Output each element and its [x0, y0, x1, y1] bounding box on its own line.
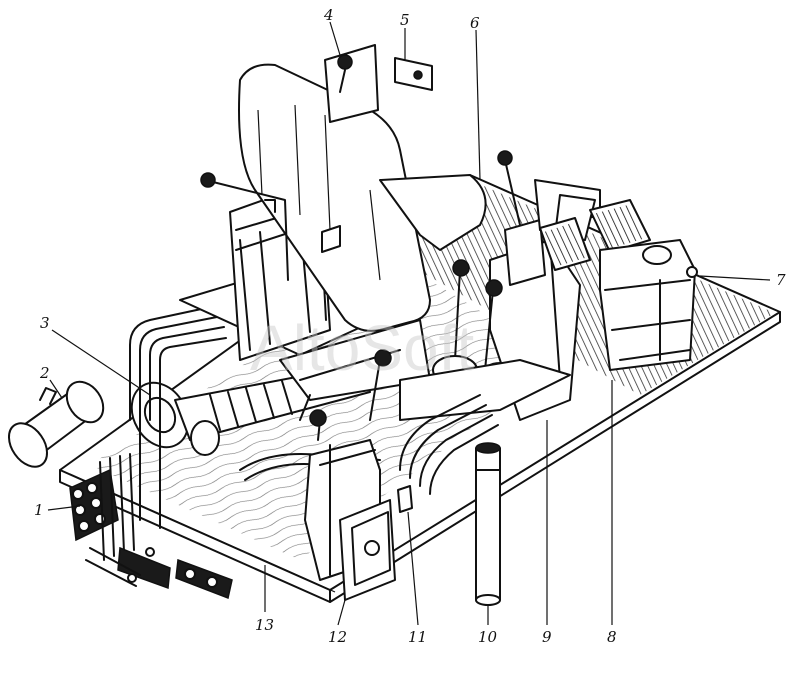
callout-4: 4 — [323, 6, 334, 24]
hydraulic-fittings — [69, 453, 233, 600]
pipe-stub — [7, 380, 105, 468]
watermark: AltoSoft — [250, 312, 474, 384]
pipe-bundle-left — [129, 304, 227, 421]
pedestal-column — [475, 442, 501, 606]
valve-box — [599, 239, 698, 371]
callout-11: 11 — [408, 628, 427, 646]
callout-labels: 1 2 3 4 5 6 7 8 9 10 11 12 13 — [34, 6, 786, 646]
callout-5: 5 — [400, 11, 410, 29]
callout-2: 2 — [39, 364, 50, 382]
callout-13: 13 — [255, 616, 274, 634]
callout-7: 7 — [776, 271, 786, 289]
callout-8: 8 — [607, 628, 617, 646]
top-bracket — [324, 44, 433, 123]
callout-12: 12 — [328, 628, 347, 646]
callout-1: 1 — [34, 501, 44, 519]
callout-10: 10 — [478, 628, 498, 646]
leader-lines — [47, 21, 771, 626]
callout-9: 9 — [542, 628, 552, 646]
callout-6: 6 — [470, 14, 480, 32]
pipe-bundle-center — [239, 394, 499, 495]
front-control-box — [304, 409, 413, 601]
center-levers — [369, 259, 571, 421]
seat-assembly — [179, 63, 487, 421]
callout-3: 3 — [40, 314, 50, 332]
